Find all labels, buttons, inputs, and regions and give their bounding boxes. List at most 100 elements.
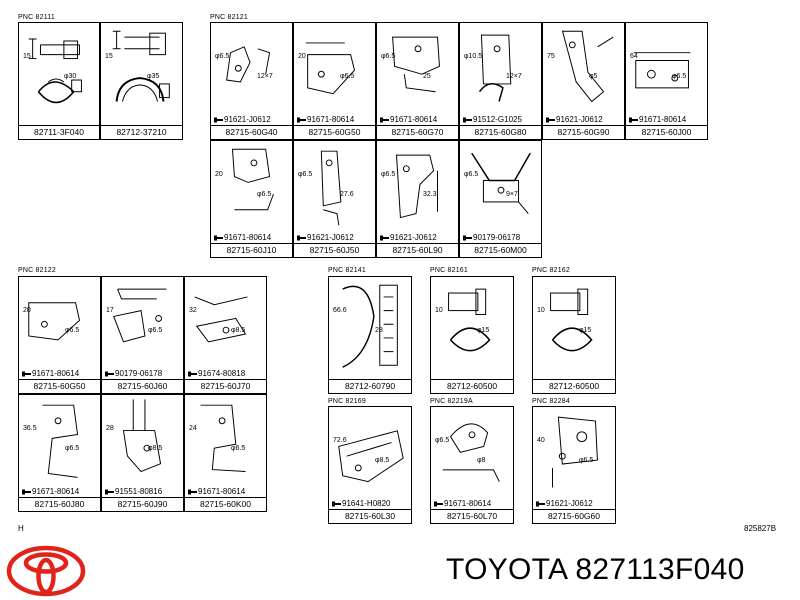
bolt-icon [105, 487, 115, 496]
part-cell: 15 φ35 82712-37210 [100, 22, 183, 140]
footer-left: H [18, 524, 24, 533]
dimension-label: φ6.5 [298, 171, 313, 178]
part-number[interactable]: 82715-60J90 [102, 497, 183, 511]
part-number[interactable]: 82715-60G50 [19, 379, 100, 393]
part-number[interactable]: 82715-60G50 [294, 125, 375, 139]
dimension-label: φ15 [579, 327, 592, 334]
part-number[interactable]: 82715-60L90 [377, 243, 458, 257]
bolt-icon [463, 115, 473, 124]
part-number[interactable]: 82715-60J80 [19, 497, 100, 511]
bolt-part-number: 90179-06178 [463, 233, 520, 242]
dimension-label: φ8 [477, 457, 486, 464]
bolt-icon [380, 233, 390, 242]
dimension-label: 10 [435, 307, 443, 314]
part-number[interactable]: 82712-37210 [101, 125, 182, 139]
dimension-label: 28 [106, 425, 114, 432]
dimension-label: 10 [537, 307, 545, 314]
part-number[interactable]: 82711-3F040 [19, 125, 99, 139]
pnc-label: PNC 82161 [430, 267, 468, 274]
bolt-number: 91674-80818 [198, 369, 246, 378]
part-drawing [550, 288, 593, 352]
dimension-label: 28 [375, 327, 383, 334]
dimension-label: 40 [537, 437, 545, 444]
part-number[interactable]: 82715-60G80 [460, 125, 541, 139]
dimension-label: 27.6 [340, 191, 354, 198]
bolt-number: 91621-J0612 [556, 115, 603, 124]
part-number[interactable]: 82715-60G60 [533, 509, 615, 523]
part-cell: 10 φ15 82712-60500 [532, 276, 616, 394]
part-number[interactable]: 82715-60J10 [211, 243, 292, 257]
bolt-part-number: 91671-80614 [380, 115, 437, 124]
pnc-label: PNC 82219A [430, 398, 473, 405]
dimension-label: φ6.5 [231, 445, 246, 452]
bolt-icon [629, 115, 639, 124]
part-drawing [471, 152, 531, 214]
part-number[interactable]: 82715-60J60 [102, 379, 183, 393]
bolt-part-number: 91621-J0612 [297, 233, 354, 242]
bolt-part-number: 91671-80614 [214, 233, 271, 242]
part-number[interactable]: 82715-60K00 [185, 497, 266, 511]
bolt-number: 91671-80614 [307, 115, 355, 124]
bolt-icon [188, 369, 198, 378]
dimension-label: φ30 [64, 73, 77, 80]
dimension-label: 17 [106, 307, 114, 314]
dimension-label: φ6.5 [65, 445, 80, 452]
bolt-number: 91512-G1025 [473, 115, 522, 124]
dimension-label: φ6.5 [65, 327, 80, 334]
bolt-part-number: 91671-80614 [188, 487, 245, 496]
part-number[interactable]: 82715-60G90 [543, 125, 624, 139]
bolt-part-number: 91674-80818 [188, 369, 245, 378]
brand-title: TOYOTA 827113F040 [446, 553, 745, 586]
dimension-label: φ6.5 [672, 73, 687, 80]
part-drawing [392, 36, 440, 93]
part-number[interactable]: 82712-60500 [533, 379, 615, 393]
part-number[interactable]: 82715-60G40 [211, 125, 292, 139]
bolt-part-number: 91671-80614 [297, 115, 354, 124]
dimension-label: φ6.5 [148, 327, 163, 334]
dimension-label: 75 [547, 53, 555, 60]
bolt-number: 91641-H0820 [342, 499, 391, 508]
part-drawing [561, 30, 614, 103]
part-drawing [442, 423, 500, 482]
part-number[interactable]: 82715-60L30 [329, 509, 411, 523]
part-number[interactable]: 82715-60J70 [185, 379, 266, 393]
part-drawing [28, 302, 81, 341]
part-number[interactable]: 82715-60L70 [431, 509, 513, 523]
bolt-number: 91621-J0612 [307, 233, 354, 242]
dimension-label: 12×7 [257, 73, 273, 80]
part-drawing [478, 34, 512, 102]
part-number[interactable]: 82715-60J50 [294, 243, 375, 257]
part-drawing [200, 404, 246, 473]
bolt-number: 91621-J0612 [390, 233, 437, 242]
bolt-icon [536, 499, 546, 508]
dimension-label: φ8.5 [148, 445, 163, 452]
dimension-label: 15 [105, 53, 113, 60]
bolt-number: 91671-80614 [390, 115, 438, 124]
dimension-label: 9×7 [506, 191, 518, 198]
bolt-part-number: 91621-J0612 [546, 115, 603, 124]
dimension-label: φ10.5 [464, 53, 483, 60]
part-number[interactable]: 82715-60J00 [626, 125, 707, 139]
bolt-icon [297, 115, 307, 124]
bolt-number: 91621-J0612 [546, 499, 593, 508]
part-number[interactable]: 82712-60500 [431, 379, 513, 393]
pnc-label: PNC 82111 [18, 14, 55, 21]
part-number[interactable]: 82715-60M00 [460, 243, 541, 257]
part-drawing [113, 288, 167, 343]
part-number[interactable]: 82712-60790 [329, 379, 411, 393]
bolt-part-number: 91671-80614 [22, 487, 79, 496]
pnc-label: PNC 82121 [210, 14, 248, 21]
dimension-label: φ5 [589, 73, 598, 80]
dimension-label: φ35 [147, 73, 160, 80]
pnc-label: PNC 82162 [532, 267, 570, 274]
dimension-label: 25 [423, 73, 431, 80]
part-number[interactable]: 82715-60G70 [377, 125, 458, 139]
pnc-label: PNC 82141 [328, 267, 366, 274]
